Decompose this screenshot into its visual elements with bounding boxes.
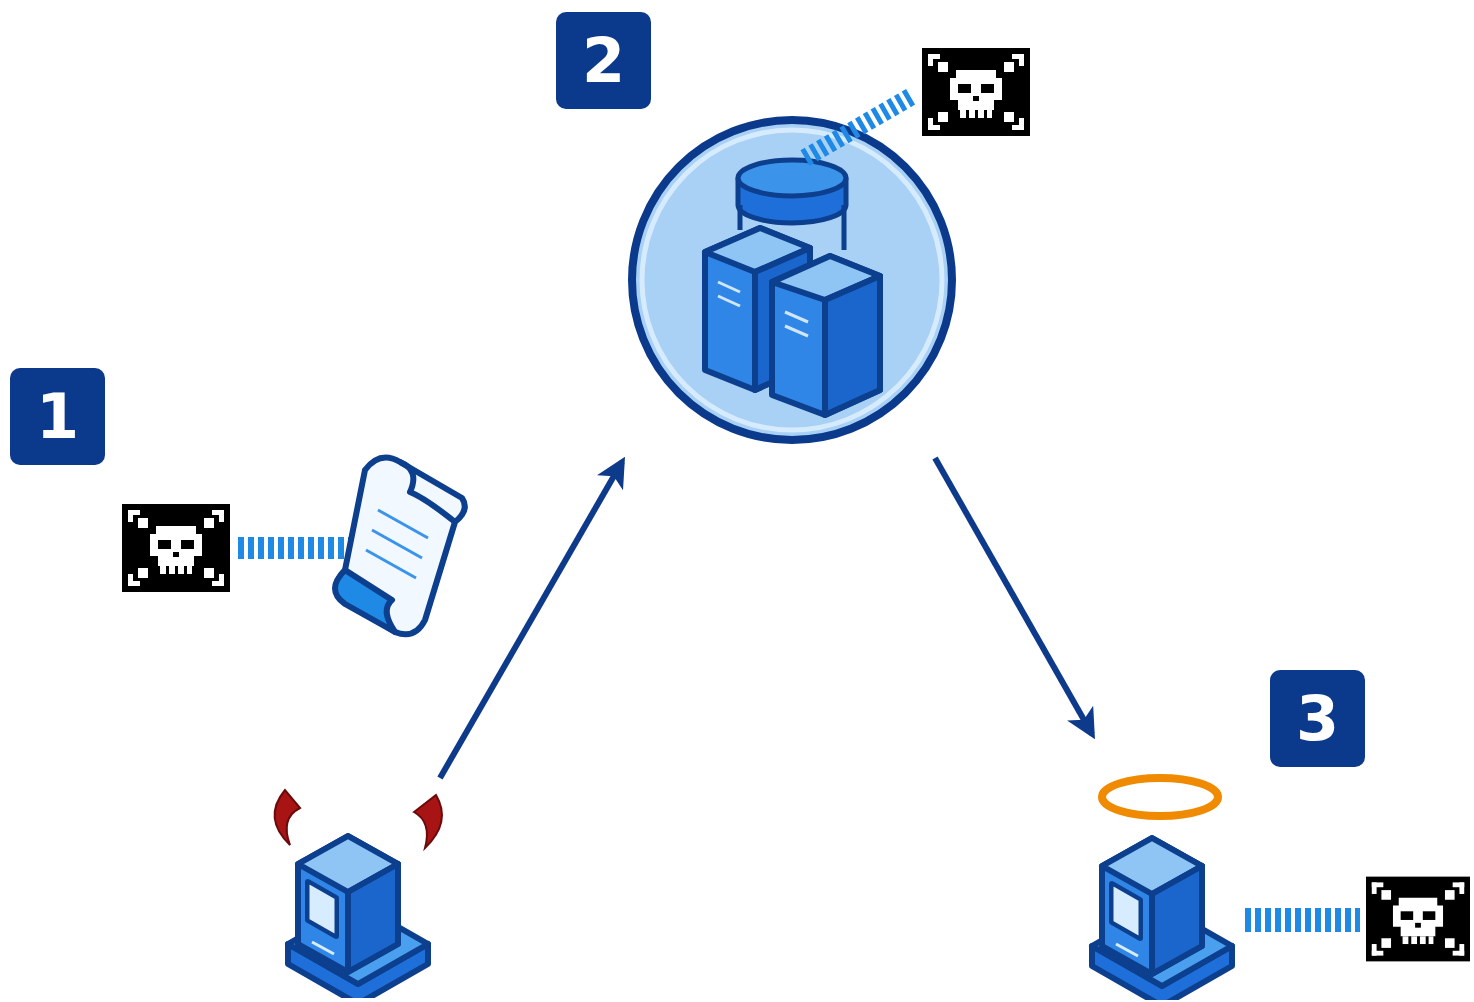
- callout-number: 3: [1296, 688, 1339, 750]
- callout-number-box: 3: [1270, 670, 1365, 767]
- callout-number: 1: [36, 386, 79, 448]
- callout-number-box: 2: [556, 12, 651, 109]
- callout-number-box: 1: [10, 368, 105, 465]
- callout-number: 2: [582, 30, 625, 92]
